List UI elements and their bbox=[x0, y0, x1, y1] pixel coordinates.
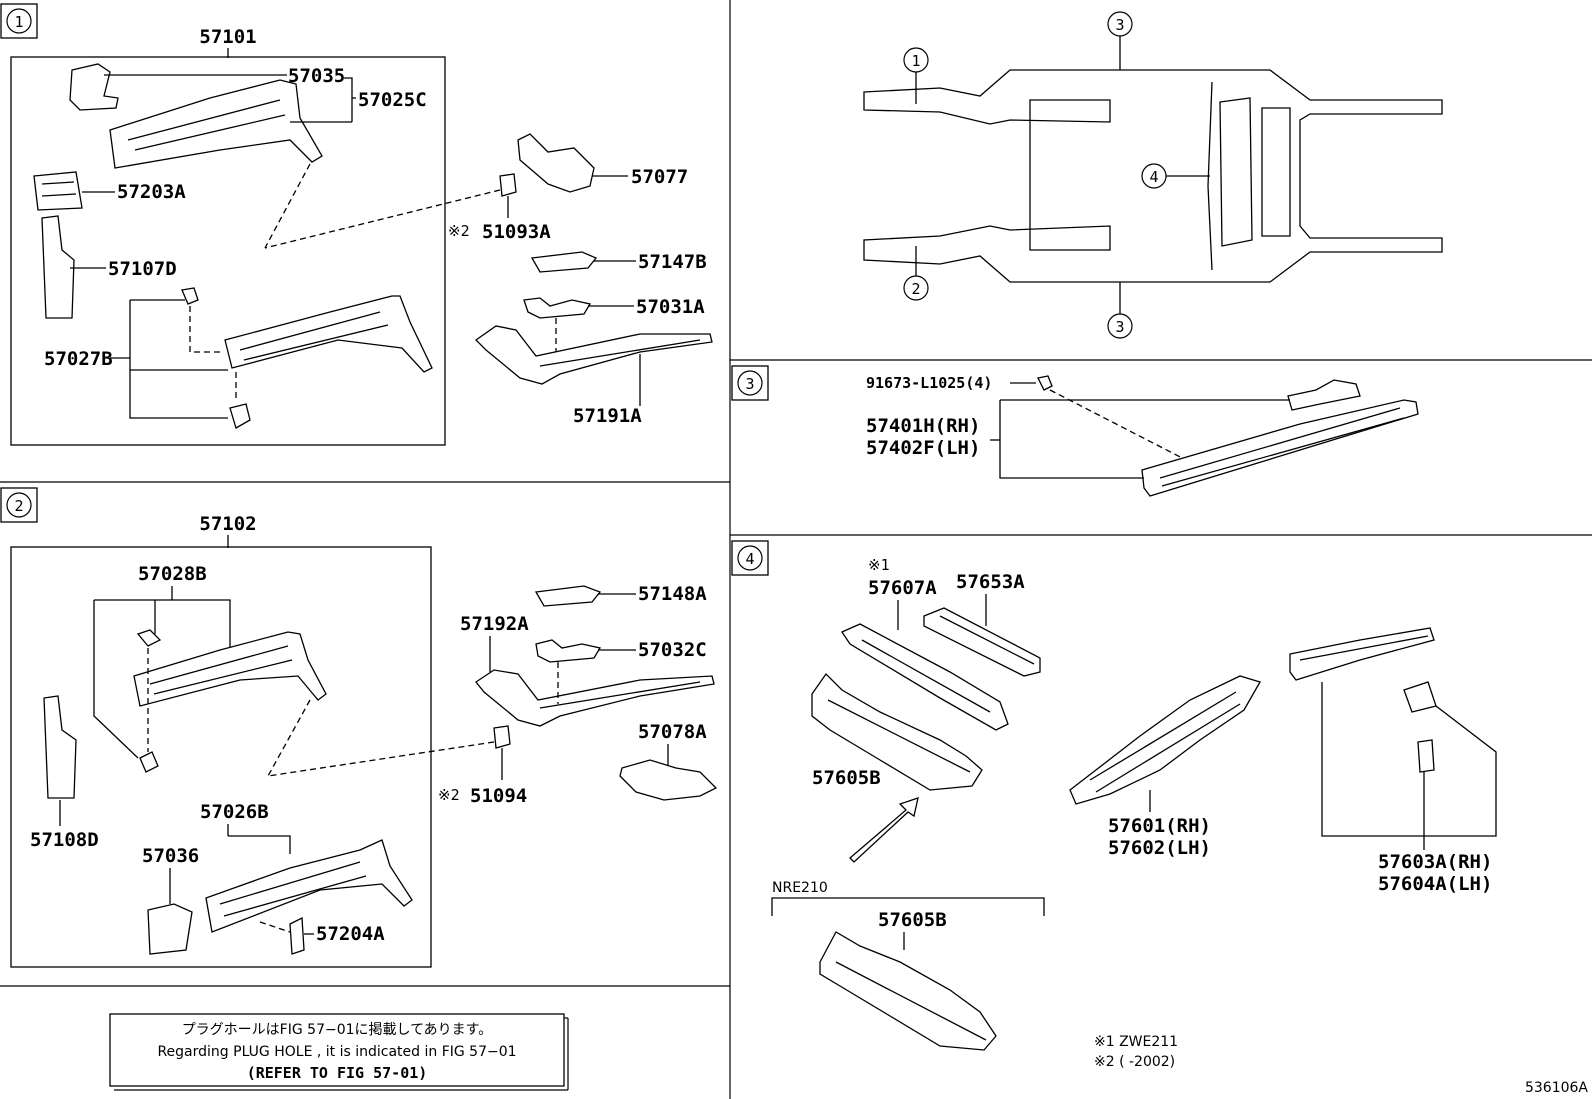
part-57107d-shape[interactable] bbox=[41, 215, 75, 319]
svg-text:3: 3 bbox=[745, 375, 754, 393]
label-57108d[interactable]: 57108D bbox=[30, 829, 99, 851]
note-2002: ※2 ( -2002) bbox=[1094, 1054, 1175, 1070]
label-57107d[interactable]: 57107D bbox=[108, 258, 177, 280]
label-57607a-mark: ※1 bbox=[868, 556, 890, 574]
part-57203a-shape[interactable] bbox=[33, 171, 83, 211]
part-57027b-rail[interactable] bbox=[224, 295, 433, 373]
label-51094-mark: ※2 bbox=[438, 786, 460, 804]
label-57605b-variant[interactable]: 57605B bbox=[878, 909, 947, 931]
label-57031a[interactable]: 57031A bbox=[636, 296, 705, 318]
part-57603a-bracket[interactable] bbox=[1403, 681, 1437, 713]
part-57607a-shape[interactable] bbox=[841, 623, 1009, 731]
label-57607a[interactable]: 57607A bbox=[868, 577, 937, 599]
part-57108d-shape[interactable] bbox=[43, 695, 77, 799]
svg-text:2: 2 bbox=[14, 497, 23, 515]
part-57147b-shape[interactable] bbox=[530, 251, 598, 273]
part-57025c-shape[interactable] bbox=[109, 79, 323, 169]
part-57401h-bracket[interactable] bbox=[1287, 379, 1361, 411]
figure-id: 536106A bbox=[1525, 1080, 1588, 1096]
label-57027b[interactable]: 57027B bbox=[44, 348, 113, 370]
label-57401h[interactable]: 57401H(RH) bbox=[866, 415, 980, 437]
label-57147b[interactable]: 57147B bbox=[638, 251, 707, 273]
label-57025c[interactable]: 57025C bbox=[358, 89, 427, 111]
svg-text:2: 2 bbox=[911, 280, 920, 298]
part-57605b-shape[interactable] bbox=[811, 672, 983, 791]
part-57204a-shape[interactable] bbox=[289, 916, 305, 955]
label-57148a[interactable]: 57148A bbox=[638, 583, 707, 605]
svg-text:1: 1 bbox=[911, 52, 920, 70]
part-57026b-rail[interactable] bbox=[205, 839, 413, 933]
label-57078a[interactable]: 57078A bbox=[638, 721, 707, 743]
section-marker-2[interactable]: 2 bbox=[0, 487, 38, 523]
label-57191a[interactable]: 57191A bbox=[573, 405, 642, 427]
part-57027b-bracket[interactable] bbox=[181, 287, 199, 305]
part-57601-shape[interactable] bbox=[1069, 675, 1261, 805]
svg-text:4: 4 bbox=[745, 550, 754, 568]
note-line-refer: (REFER TO FIG 57-01) bbox=[247, 1064, 428, 1082]
part-57191a-shape[interactable] bbox=[474, 325, 713, 385]
note-line-en: Regarding PLUG HOLE , it is indicated in… bbox=[157, 1044, 516, 1060]
label-57102[interactable]: 57102 bbox=[199, 513, 256, 535]
svg-text:1: 1 bbox=[14, 13, 23, 31]
svg-text:3: 3 bbox=[1115, 318, 1124, 336]
label-57203a[interactable]: 57203A bbox=[117, 181, 186, 203]
part-57148a-shape[interactable] bbox=[534, 585, 602, 607]
svg-text:4: 4 bbox=[1149, 168, 1158, 186]
part-57035-shape[interactable] bbox=[69, 63, 119, 111]
label-57028b[interactable]: 57028B bbox=[138, 563, 207, 585]
part-51094-shape[interactable] bbox=[493, 725, 511, 749]
part-57077-shape[interactable] bbox=[517, 133, 595, 193]
note-zwe211: ※1 ZWE211 bbox=[1094, 1034, 1178, 1050]
label-57604a[interactable]: 57604A(LH) bbox=[1378, 873, 1492, 895]
part-57036-shape[interactable] bbox=[147, 903, 193, 955]
label-57653a[interactable]: 57653A bbox=[956, 571, 1025, 593]
part-57032c-shape[interactable] bbox=[535, 639, 602, 663]
assembly-box-57101 bbox=[10, 56, 446, 446]
plug-hole-note-box: プラグホールはFIG 57−01に掲載してあります。 Regarding PLU… bbox=[109, 1013, 569, 1091]
part-57192a-shape[interactable] bbox=[475, 669, 715, 727]
svg-text:3: 3 bbox=[1115, 16, 1124, 34]
section-marker-4[interactable]: 4 bbox=[731, 540, 769, 576]
part-57653a-shape[interactable] bbox=[923, 607, 1041, 677]
label-57204a[interactable]: 57204A bbox=[316, 923, 385, 945]
label-57077[interactable]: 57077 bbox=[631, 166, 688, 188]
label-51093a[interactable]: 51093A bbox=[482, 221, 551, 243]
label-57032c[interactable]: 57032C bbox=[638, 639, 707, 661]
label-nre210: NRE210 bbox=[772, 880, 828, 896]
label-51093a-mark: ※2 bbox=[448, 222, 470, 240]
part-57028b-bottom[interactable] bbox=[139, 751, 159, 773]
part-57031a-shape[interactable] bbox=[523, 297, 592, 319]
label-51094[interactable]: 51094 bbox=[470, 785, 527, 807]
part-57028b-clip[interactable] bbox=[136, 629, 162, 647]
section-marker-1[interactable]: 1 bbox=[0, 3, 38, 39]
assembly-box-57102 bbox=[10, 546, 432, 968]
label-57605b[interactable]: 57605B bbox=[812, 767, 881, 789]
label-57035[interactable]: 57035 bbox=[288, 65, 345, 87]
label-57036[interactable]: 57036 bbox=[142, 845, 199, 867]
part-57603a-clip[interactable] bbox=[1417, 739, 1435, 773]
label-57402f[interactable]: 57402F(LH) bbox=[866, 437, 980, 459]
part-51093a-shape[interactable] bbox=[499, 173, 517, 197]
label-57026b[interactable]: 57026B bbox=[200, 801, 269, 823]
part-57027b-bottom[interactable] bbox=[229, 403, 251, 429]
section-marker-3[interactable]: 3 bbox=[731, 365, 769, 401]
label-57601[interactable]: 57601(RH) bbox=[1108, 815, 1211, 837]
label-57101[interactable]: 57101 bbox=[199, 26, 256, 48]
part-57603a-rail[interactable] bbox=[1289, 627, 1435, 681]
label-57602[interactable]: 57602(LH) bbox=[1108, 837, 1211, 859]
label-57192a[interactable]: 57192A bbox=[460, 613, 529, 635]
part-bolt-shape[interactable] bbox=[1037, 375, 1053, 391]
part-57078a-shape[interactable] bbox=[619, 759, 718, 801]
note-line-jp: プラグホールはFIG 57−01に掲載してあります。 bbox=[182, 1022, 493, 1038]
label-57603a[interactable]: 57603A(RH) bbox=[1378, 851, 1492, 873]
view-direction-arrow bbox=[849, 797, 919, 863]
label-91673-l1025[interactable]: 91673-L1025(4) bbox=[866, 374, 992, 392]
part-57605b-variant-shape[interactable] bbox=[819, 931, 997, 1051]
